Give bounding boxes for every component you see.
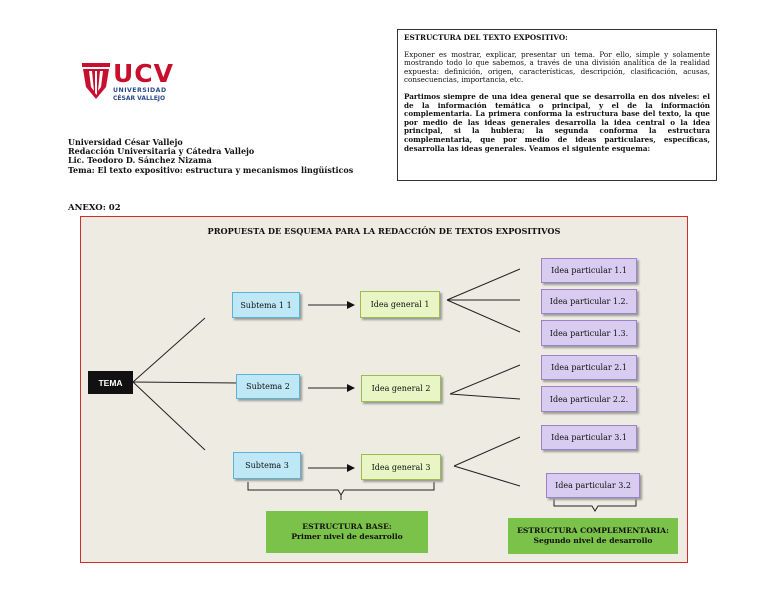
idea-particular-2-1-node: Idea particular 2.1 — [541, 355, 637, 380]
idea-particular-3-2-node: Idea particular 3.2 — [546, 473, 640, 498]
ucv-logo: UCV UNIVERSIDAD CÉSAR VALLEJO — [80, 57, 180, 103]
topic-line: Tema: El texto expositivo: estructura y … — [68, 164, 354, 175]
idea-general-3-node: Idea general 3 — [361, 454, 441, 480]
university-name: Universidad César Vallejo — [68, 137, 183, 147]
logo-brand: UCV — [113, 59, 174, 88]
idea-particular-2-2-node: Idea particular 2.2. — [541, 386, 637, 412]
idea-general-2-node: Idea general 2 — [361, 375, 441, 402]
subtema-1-node: Subtema 1 1 — [232, 292, 300, 318]
course-name: Redacción Universitaria y Cátedra Vallej… — [68, 146, 255, 157]
idea-particular-1-1-node: Idea particular 1.1 — [541, 258, 637, 283]
anexo-label: ANEXO: 02 — [68, 203, 121, 213]
estructura-complementaria-box: ESTRUCTURA COMPLEMENTARIA: Segundo nivel… — [508, 518, 678, 554]
subtema-2-node: Subtema 2 — [236, 374, 300, 399]
estructura-base-box: ESTRUCTURA BASE: Primer nivel de desarro… — [266, 511, 428, 553]
idea-general-1-node: Idea general 1 — [360, 291, 440, 318]
text-box: ESTRUCTURA DEL TEXTO EXPOSITIVO: Exponer… — [397, 29, 717, 181]
estructura-base-subtitle: Primer nivel de desarrollo — [291, 532, 403, 541]
logo-line1: UNIVERSIDAD — [113, 87, 167, 94]
idea-particular-1-3-node: Idea particular 1.3. — [541, 320, 637, 346]
estructura-complementaria-subtitle: Segundo nivel de desarrollo — [533, 536, 653, 545]
estructura-complementaria-title: ESTRUCTURA COMPLEMENTARIA: — [517, 526, 669, 535]
estructura-base-title: ESTRUCTURA BASE: — [302, 522, 392, 531]
idea-particular-1-2-node: Idea particular 1.2. — [541, 289, 637, 314]
tema-node: TEMA — [88, 371, 133, 394]
subtema-3-node: Subtema 3 — [233, 452, 301, 479]
ucv-emblem-icon — [82, 63, 110, 99]
diagram-title: PROPUESTA DE ESQUEMA PARA LA REDACCIÓN D… — [207, 226, 561, 236]
idea-particular-3-1-node: Idea particular 3.1 — [541, 425, 637, 450]
text-box-paragraph-1: Exponer es mostrar, explicar, presentar … — [404, 49, 710, 85]
text-box-paragraph-2: Partimos siempre de una idea general que… — [404, 91, 710, 153]
text-box-title: ESTRUCTURA DEL TEXTO EXPOSITIVO: — [404, 33, 568, 42]
header-info: Universidad César Vallejo Redacción Univ… — [68, 137, 354, 175]
logo-line2: CÉSAR VALLEJO — [113, 95, 166, 102]
teacher-name: Lic. Teodoro D. Sánchez Nizama — [68, 155, 212, 166]
